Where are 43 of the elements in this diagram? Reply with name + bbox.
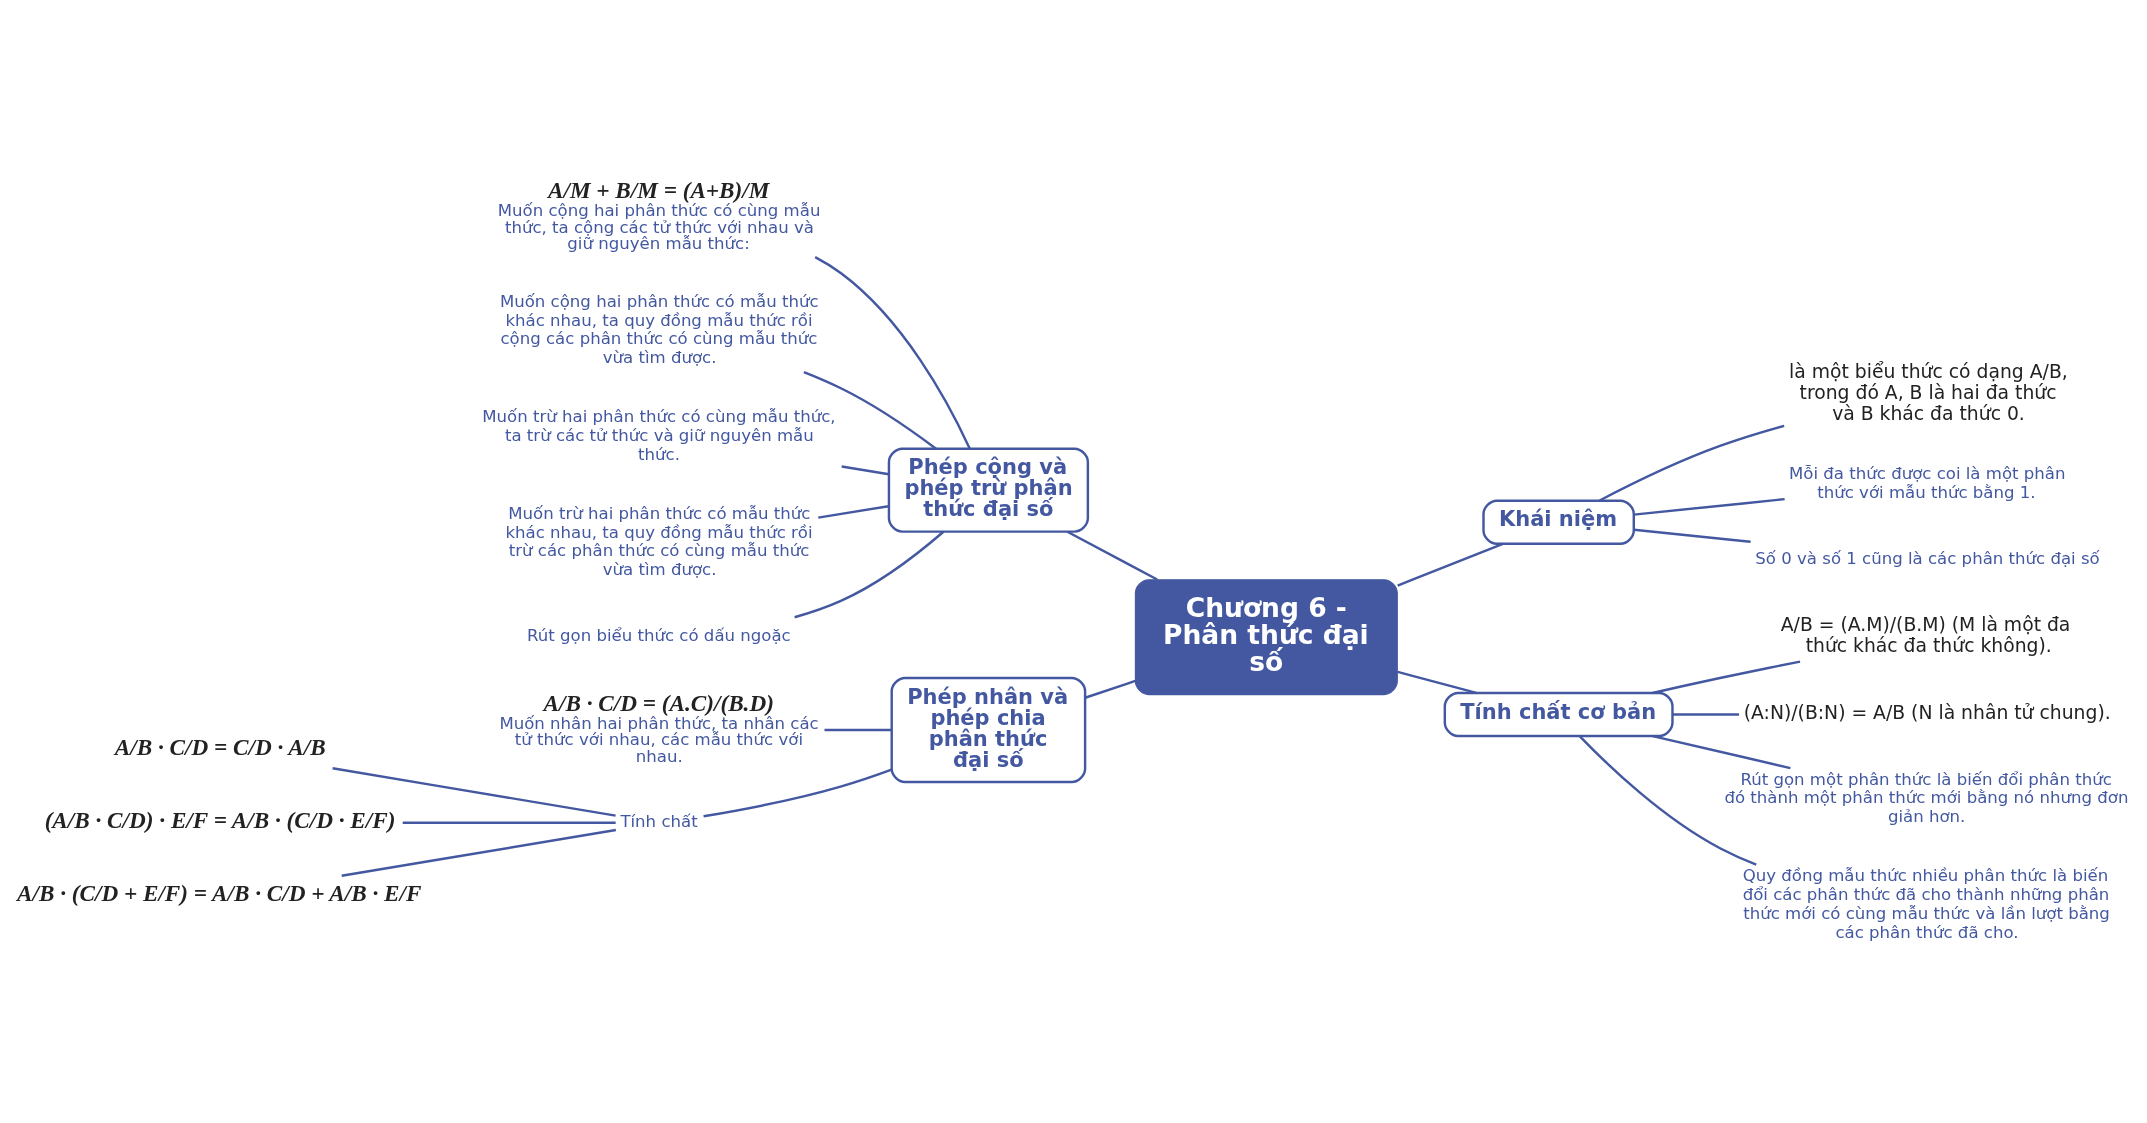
node-box: Phép cộng và phép trừ phân thức đại số bbox=[887, 447, 1090, 533]
node-text: Tính chất bbox=[620, 811, 698, 831]
connector bbox=[402, 821, 616, 824]
node-box: Tính chất cơ bản bbox=[1443, 691, 1674, 737]
connector bbox=[703, 767, 892, 817]
node-text: Mỗi đa thức được coi là một phân thức với mẫu thức bằng 1. bbox=[1789, 463, 2066, 502]
connector bbox=[824, 728, 892, 731]
connector bbox=[794, 530, 945, 618]
node-text: Rút gọn biểu thức có dấu ngoặc bbox=[527, 625, 791, 645]
node-text: Rút gọn một phân thức là biến đổi phân thức đó thành một phân thức mới bằng nó nhưng đơn giản hơn. bbox=[1724, 769, 2129, 826]
node-text: (A:N)/(B:N) = A/B (N là nhân tử chung). bbox=[1743, 701, 2111, 723]
node-text: A/B · C/D = (A.C)/(B.D) Muốn nhân hai phân thức, ta nhân các tử thức với nhau, các mẫu thức với nhau. bbox=[499, 689, 819, 766]
connector bbox=[1397, 542, 1504, 587]
connector bbox=[1579, 735, 1757, 866]
connector bbox=[1599, 424, 1785, 502]
connector bbox=[1633, 528, 1751, 543]
connector bbox=[1084, 679, 1136, 699]
node-text: A/B = (A.M)/(B.M) (M là một đa thức khác đa thức không). bbox=[1780, 613, 2071, 656]
node-text: Số 0 và số 1 cũng là các phân thức đại số bbox=[1755, 548, 2100, 568]
node-text: Muốn trừ hai phân thức có cùng mẫu thức, ta trừ các tử thức và giữ nguyên mẫu thức. bbox=[482, 406, 836, 464]
connector bbox=[1397, 670, 1477, 694]
connector bbox=[1672, 712, 1740, 716]
connector bbox=[841, 464, 890, 475]
node-text: A/B · (C/D + E/F) = A/B · C/D + A/B · E/F bbox=[17, 879, 422, 905]
connector bbox=[332, 766, 616, 817]
node-text: A/M + B/M = (A+B)/M Muốn cộng hai phân thức có cùng mẫu thức, ta cộng các tử thức với nhau và giữ nguyên mẫu thức: bbox=[497, 176, 821, 253]
node-text: Muốn trừ hai phân thức có mẫu thức khác nhau, ta quy đồng mẫu thức rồi trừ các phân thức có cùng mẫu thức vừa tìm được. bbox=[505, 503, 813, 579]
node-text: Muốn cộng hai phân thức có mẫu thức khác nhau, ta quy đồng mẫu thức rồi cộng các phân thức có cùng mẫu thức vừa tìm được. bbox=[499, 291, 819, 367]
node-box: Phép nhân và phép chia phân thức đại số bbox=[890, 676, 1087, 783]
connector bbox=[1652, 734, 1791, 769]
node-text: (A/B · C/D) · E/F = A/B · (C/D · E/F) bbox=[44, 806, 396, 833]
node-box: Chương 6 - Phân thức đại số bbox=[1134, 578, 1398, 695]
connector bbox=[814, 255, 971, 449]
connector bbox=[1066, 530, 1158, 581]
node-text: là một biểu thức có dạng A/B, trong đó A, B là hai đa thức và B khác đa thức 0. bbox=[1789, 360, 2068, 424]
node-box: Khái niệm bbox=[1482, 498, 1635, 545]
connector bbox=[1652, 659, 1801, 694]
connector bbox=[818, 504, 889, 519]
node-text: Quy đồng mẫu thức nhiều phân thức là biến đổi các phân thức đã cho thành những phân thức mới có cùng mẫu thức và lần lượt bằng các phân thức đã cho. bbox=[1742, 865, 2110, 942]
connector bbox=[341, 828, 617, 877]
connector bbox=[803, 370, 937, 450]
node-text: A/B · C/D = C/D · A/B bbox=[114, 733, 326, 760]
connector bbox=[1633, 497, 1785, 516]
